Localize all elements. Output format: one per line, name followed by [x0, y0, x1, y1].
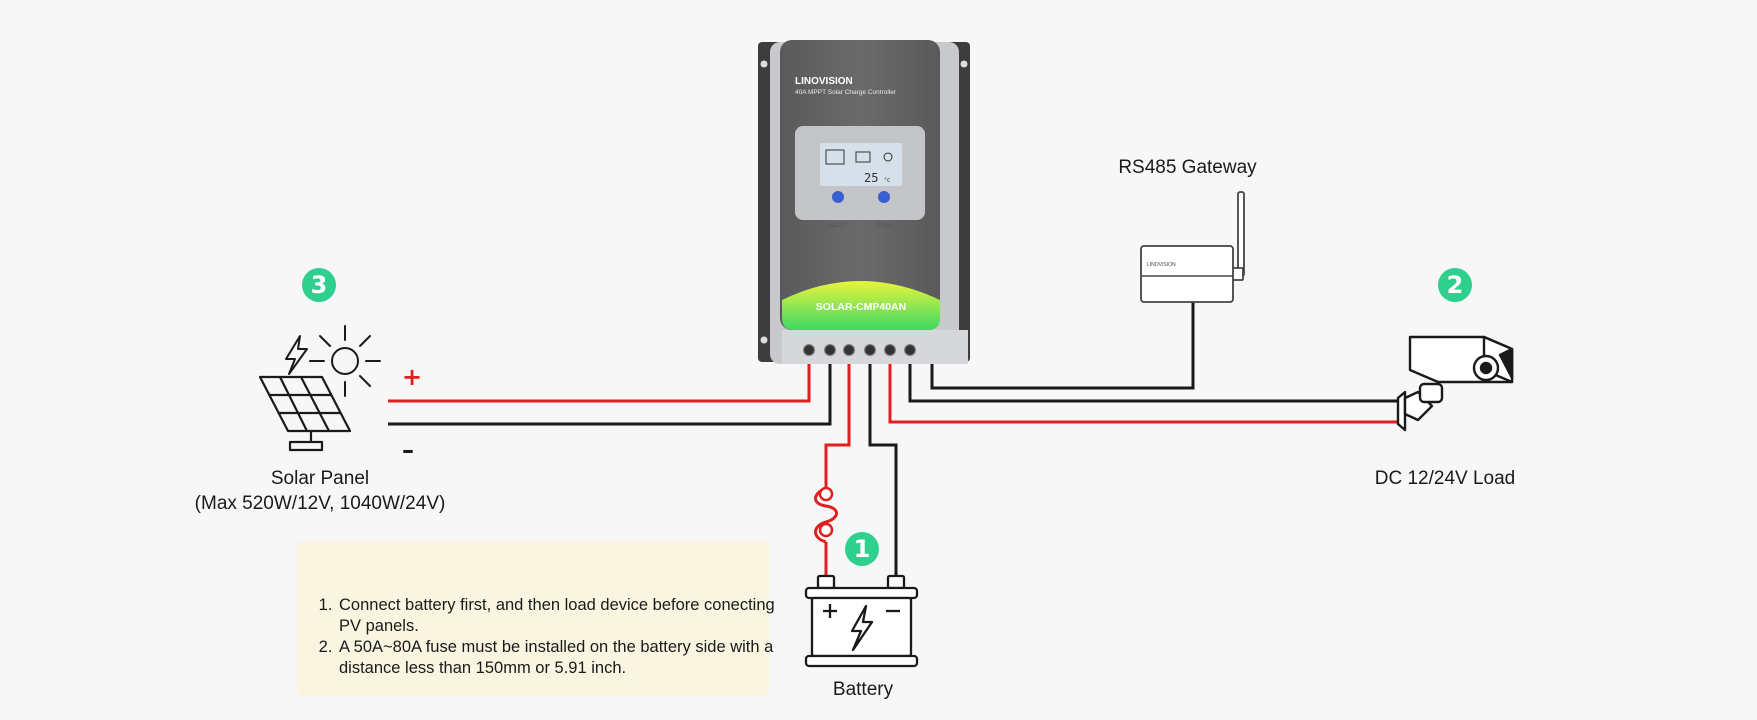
- lightning-icon: [285, 335, 308, 375]
- solar-panel-icon: [258, 375, 352, 452]
- controller-brand: LINOVISION: [795, 76, 853, 87]
- wire-solar-negative: [388, 350, 832, 426]
- enter-button[interactable]: [878, 191, 890, 203]
- fuse-icon: [814, 486, 838, 544]
- solar-panel-spec: (Max 520W/12V, 1040W/24V): [194, 493, 446, 514]
- select-button-label: SELECT: [828, 223, 847, 229]
- sun-icon: [309, 325, 381, 397]
- battery-label: Battery: [832, 679, 894, 700]
- wire-solar-positive: [388, 350, 811, 403]
- wire-rs485: [930, 302, 1195, 390]
- controller-subtitle: 40A MPPT Solar Charge Controller: [795, 89, 897, 96]
- wire-load-negative: [908, 350, 1405, 403]
- security-camera-icon: [1396, 335, 1514, 432]
- wire-load-positive: [888, 350, 1405, 424]
- terminal-block: [802, 343, 917, 357]
- enter-button-label: ENTER: [876, 223, 893, 229]
- select-button[interactable]: [832, 191, 844, 203]
- wire-battery-positive: [824, 350, 851, 578]
- step-badge-load: 2: [1438, 268, 1472, 302]
- step-badge-solar: 3: [302, 268, 336, 302]
- battery-icon: [804, 574, 919, 668]
- tip-item: Connect battery first, and then load dev…: [337, 595, 777, 637]
- solar-plus-sign: +: [402, 363, 423, 391]
- rs485-gateway-device: LINOVISION: [1140, 191, 1245, 303]
- lcd-screen: [820, 143, 902, 186]
- gateway-brand: LINOVISION: [1147, 262, 1176, 268]
- tips-box: Connect battery first, and then load dev…: [297, 541, 775, 696]
- tips-list: Connect battery first, and then load dev…: [321, 595, 777, 679]
- tip-item: A 50A~80A fuse must be installed on the …: [337, 637, 777, 679]
- antenna-icon: [1237, 191, 1245, 277]
- step-badge-battery: 1: [845, 532, 879, 566]
- wire-battery-negative: [868, 350, 898, 578]
- solar-panel-label: Solar Panel: [270, 468, 370, 489]
- gateway-label: RS485 Gateway: [1118, 157, 1257, 178]
- charge-controller: LINOVISION 40A MPPT Solar Charge Control…: [758, 40, 970, 364]
- solar-minus-sign: –: [402, 436, 414, 464]
- controller-model: SOLAR-CMP40AN: [816, 301, 906, 313]
- lcd-unit: °c: [884, 177, 890, 184]
- lcd-temperature: 25: [864, 171, 878, 185]
- load-label: DC 12/24V Load: [1374, 468, 1516, 489]
